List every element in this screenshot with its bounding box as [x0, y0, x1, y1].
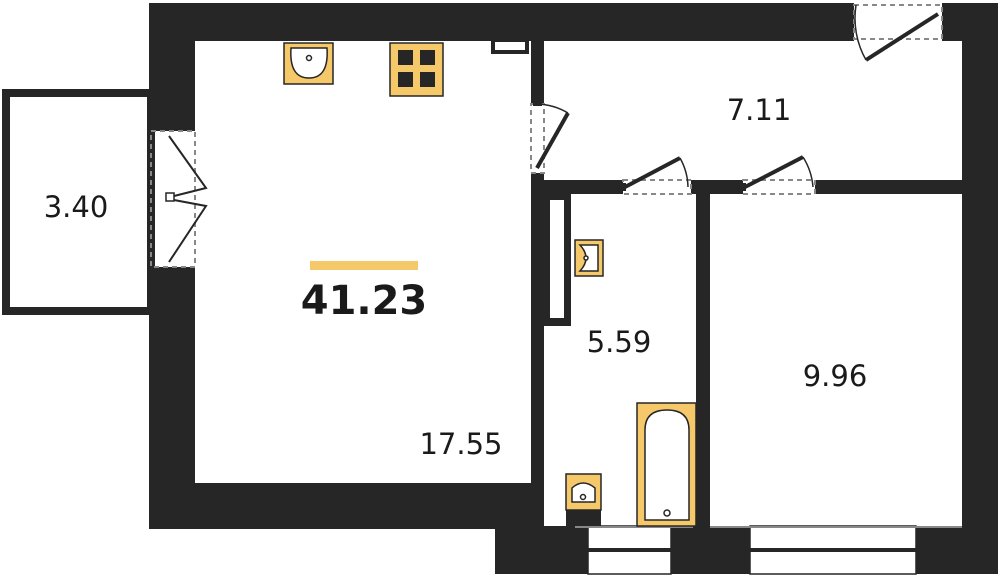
wall-bottom-stub-left	[495, 526, 588, 574]
balcony-door-frame	[150, 130, 196, 268]
room-area-bathroom: 5.59	[587, 325, 652, 359]
niche-inner	[550, 200, 564, 318]
door-swing-bathroom	[679, 157, 689, 188]
kitchen-sink	[283, 42, 334, 85]
door-leaf-entrance	[864, 12, 940, 62]
windows	[575, 525, 962, 575]
door-swing-entrance	[854, 4, 867, 61]
door-leaf-bedroom	[744, 155, 804, 189]
wall-right	[962, 3, 998, 533]
total-area: 41.23	[301, 278, 428, 324]
wall-hall-rooms-c	[815, 180, 965, 194]
door-frame-kitchen	[530, 103, 545, 174]
door-hinge-bathroom	[620, 183, 626, 191]
total-area-accent-bar	[310, 261, 418, 270]
vent-outline	[491, 38, 529, 54]
room-area-bedroom: 9.96	[803, 359, 868, 393]
wall-bath-bedroom	[696, 194, 710, 534]
door-leaf-bathroom	[624, 156, 681, 189]
window-opening-bedroom	[710, 526, 962, 528]
door-hinge-kitchen	[533, 102, 542, 106]
wall-top-left	[149, 3, 854, 41]
window-opening-bathroom	[575, 526, 693, 528]
balcony-door-handle	[165, 192, 175, 202]
wall-kitchen-hall	[531, 41, 544, 104]
room-area-balcony: 3.40	[44, 190, 109, 224]
door-hinge-bedroom	[740, 183, 746, 191]
room-area-hallway: 7.11	[727, 93, 792, 127]
balcony-door-leaf	[168, 135, 208, 263]
wall-hall-rooms-b	[691, 180, 743, 194]
door-swing-bedroom	[802, 156, 814, 188]
door-leaf-kitchen	[535, 112, 570, 169]
wall-hall-rooms-a	[531, 180, 623, 194]
wall-bottom-right	[916, 526, 998, 574]
bathtub	[636, 402, 697, 527]
wall-left-upper	[149, 3, 195, 131]
stove	[389, 42, 444, 97]
bathroom-sink	[574, 239, 604, 277]
fixtures	[283, 42, 697, 527]
wall-kitchen-bath	[531, 173, 544, 529]
door-leaves	[165, 4, 940, 263]
wall-bottom-left	[149, 483, 543, 529]
wall-bottom-mid	[671, 526, 750, 574]
room-area-kitchen-living: 17.55	[419, 427, 502, 461]
walls	[149, 3, 998, 574]
toilet	[565, 473, 602, 526]
